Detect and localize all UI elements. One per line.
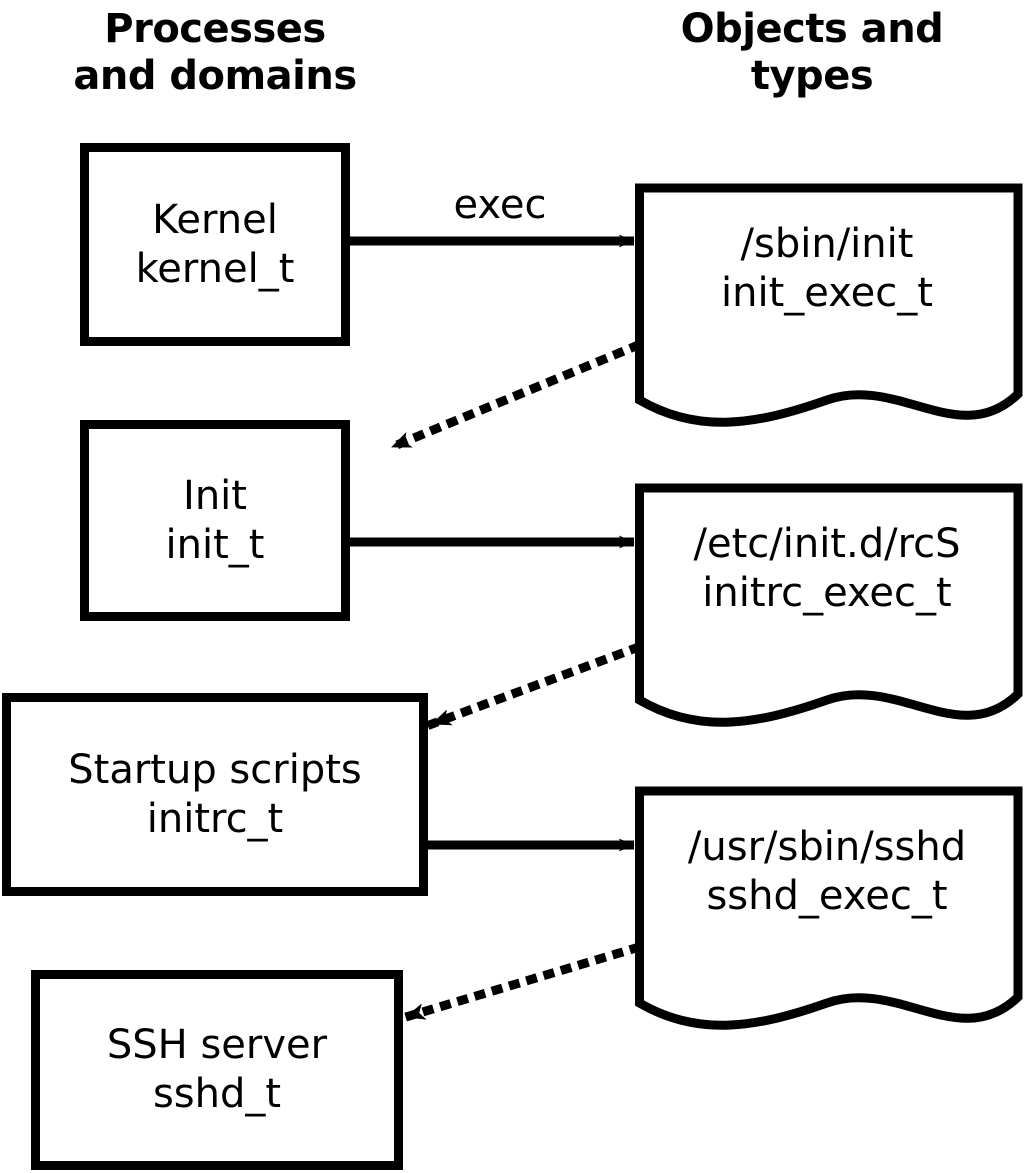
column-header-objects-and-types: Objects and types [680,6,944,100]
process-box-ssh-server-label: SSH server sshd_t [106,1022,328,1117]
edge-label-exec: exec [453,182,547,228]
column-header-processes-and-domains: Processes and domains [73,6,357,100]
process-box-startup-scripts-label: Startup scripts initrc_t [68,746,362,842]
object-doc-usr-sbin-sshd[interactable]: /usr/sbin/sshd sshd_exec_t [630,785,1024,1035]
edge-sshd-exec-to-sshd [400,942,642,1023]
object-doc-usr-sbin-sshd-label: /usr/sbin/sshd sshd_exec_t [687,824,967,919]
edge-initrc-exec-to-initrc [426,642,642,730]
object-doc-sbin-init-label: /sbin/init init_exec_t [721,221,933,316]
object-doc-sbin-init[interactable]: /sbin/init init_exec_t [630,182,1024,432]
object-doc-etc-initd-rcs-label: /etc/init.d/rcS initrc_exec_t [693,521,961,616]
process-box-ssh-server[interactable]: SSH server sshd_t [31,970,403,1170]
object-doc-etc-initd-rcs[interactable]: /etc/init.d/rcS initrc_exec_t [630,482,1024,732]
edge-init-exec-to-init [386,340,642,453]
process-box-kernel[interactable]: Kernel kernel_t [80,143,350,346]
process-box-kernel-label: Kernel kernel_t [135,196,295,292]
process-box-init[interactable]: Init init_t [80,420,350,621]
process-box-startup-scripts[interactable]: Startup scripts initrc_t [2,693,428,896]
process-box-init-label: Init init_t [165,472,265,568]
